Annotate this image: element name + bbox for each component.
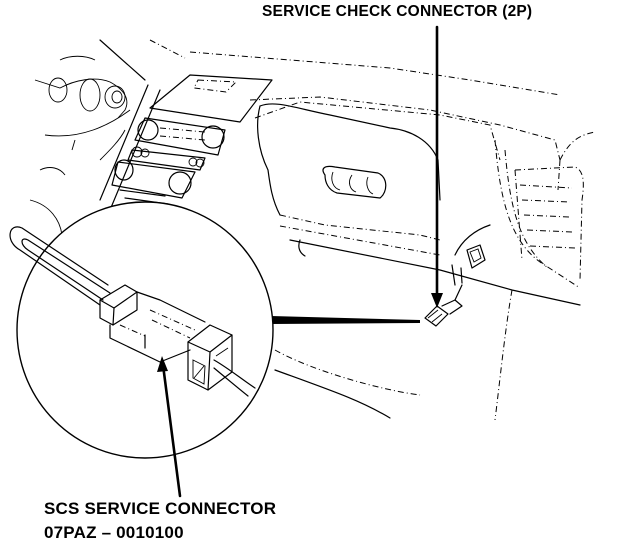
service-check-leader[interactable] xyxy=(431,25,443,308)
scs-service-connector-drawing xyxy=(9,226,256,397)
glove-box xyxy=(257,103,441,241)
arrowhead-icon xyxy=(157,356,168,372)
steering-column xyxy=(29,55,131,236)
scs-service-connector-label: SCS SERVICE CONNECTOR xyxy=(44,499,277,518)
arrowhead-icon xyxy=(431,293,443,308)
center-console xyxy=(99,74,273,211)
scs-connector-leader[interactable] xyxy=(157,356,182,498)
service-check-connector-drawing xyxy=(424,284,463,327)
scs-service-connector-part-number: 07PAZ – 0010100 xyxy=(44,523,184,542)
magnifier-circle xyxy=(16,201,274,459)
service-check-connector-label: SERVICE CHECK CONNECTOR (2P) xyxy=(262,3,533,20)
magnifier-leader-line xyxy=(271,316,420,324)
dashboard-outline xyxy=(99,39,596,191)
lower-dash xyxy=(274,224,581,421)
side-vent xyxy=(494,139,584,289)
